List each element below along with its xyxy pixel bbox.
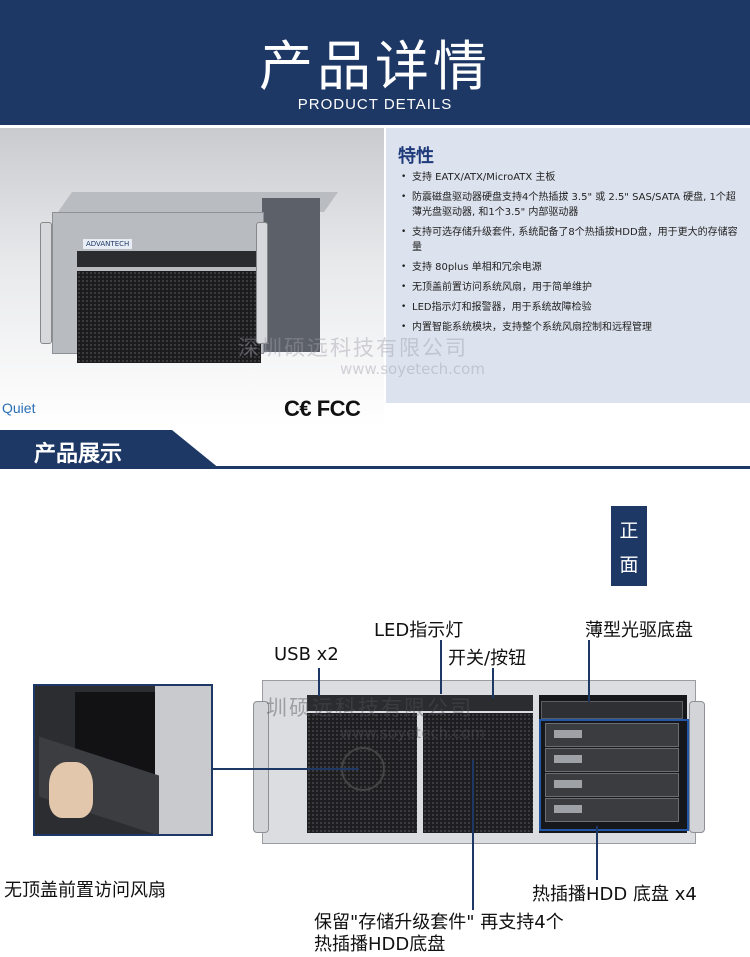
features-list: 支持 EATX/ATX/MicroATX 主板 防震磁盘驱动器硬盘支持4个热插拔…: [400, 170, 740, 340]
list-item: 支持 EATX/ATX/MicroATX 主板: [400, 170, 740, 185]
front-view-badge: 正 面: [611, 506, 647, 586]
callout-switch: [492, 668, 494, 698]
features-title: 特性: [398, 146, 434, 167]
callout-led: [440, 640, 442, 694]
fan-access-inset: [33, 684, 213, 836]
drive-bay: [77, 251, 261, 267]
page-title: 产品详情: [259, 35, 491, 98]
section-divider: [0, 466, 750, 469]
label-led: LED指示灯: [374, 620, 464, 641]
list-item: 内置智能系统模块，支持整个系统风扇控制和远程管理: [400, 320, 740, 335]
front-mesh: [77, 271, 261, 363]
label-fan-access: 无顶盖前置访问风扇: [4, 880, 166, 901]
hdd-tray: [545, 773, 679, 797]
chassis-front: ADVANTECH: [52, 212, 264, 363]
list-item: 无顶盖前置访问系统风扇，用于简单维护: [400, 280, 740, 295]
upgrade-bay-mesh: [423, 713, 533, 833]
header-banner: 产品详情 PRODUCT DETAILS: [0, 0, 750, 125]
callout-hdd: [596, 826, 598, 880]
hdd-tray: [545, 798, 679, 822]
list-item: 防震磁盘驱动器硬盘支持4个热插拔 3.5" 或 2.5" SAS/SATA 硬盘…: [400, 190, 740, 220]
slim-odd-bay: [541, 701, 683, 719]
handle-left: [40, 222, 52, 344]
list-item: 支持 80plus 单相和冗余电源: [400, 260, 740, 275]
callout-slim-odd: [588, 640, 590, 702]
label-hdd-tray: 热插播HDD 底盘 x4: [532, 884, 697, 905]
front-badge-char: 面: [619, 554, 639, 576]
product-photo: ADVANTECH: [0, 128, 384, 428]
hand-icon: [49, 762, 93, 818]
callout-fan: [209, 768, 359, 770]
front-badge-char: 正: [619, 520, 639, 542]
hdd-highlight: [539, 719, 689, 831]
handle-right: [689, 701, 705, 833]
handle-left: [253, 701, 269, 833]
label-usb: USB x2: [274, 644, 339, 665]
watermark-company: 圳硕远科技有限公司: [266, 696, 473, 720]
label-upgrade-1: 保留"存储升级套件" 再支持4个: [314, 912, 564, 933]
callout-upgrade: [472, 760, 474, 910]
watermark-company: 深圳硕远科技有限公司: [238, 336, 468, 360]
quiet-logo: Quiet: [2, 400, 36, 416]
label-upgrade-2: 热插播HDD底盘: [314, 934, 446, 955]
chassis-front-view: [253, 680, 705, 844]
features-panel: 特性 支持 EATX/ATX/MicroATX 主板 防震磁盘驱动器硬盘支持4个…: [386, 128, 750, 403]
hdd-tray: [545, 748, 679, 772]
brand-badge: ADVANTECH: [83, 239, 133, 249]
label-switch: 开关/按钮: [448, 648, 527, 669]
chassis-side: [262, 198, 320, 352]
section-title: 产品展示: [34, 442, 123, 467]
control-strip: [307, 695, 533, 711]
label-slim-odd: 薄型光驱底盘: [585, 620, 693, 641]
list-item: 支持可选存储升级套件, 系统配备了8个热插拔HDD盘，用于更大的存储容量: [400, 225, 740, 255]
list-item: LED指示灯和报警器，用于系统故障检验: [400, 300, 740, 315]
watermark-site: www.soyetech.com: [340, 360, 485, 378]
callout-usb: [318, 668, 320, 696]
handle-right: [256, 222, 268, 344]
hdd-tray: [545, 723, 679, 747]
certification-marks: C€ FCC: [284, 396, 361, 421]
page-subtitle: PRODUCT DETAILS: [297, 96, 453, 113]
inset-frame: [155, 686, 211, 834]
chassis-illustration: ADVANTECH: [40, 192, 339, 363]
watermark-site: www.soyetech.com: [340, 724, 485, 742]
